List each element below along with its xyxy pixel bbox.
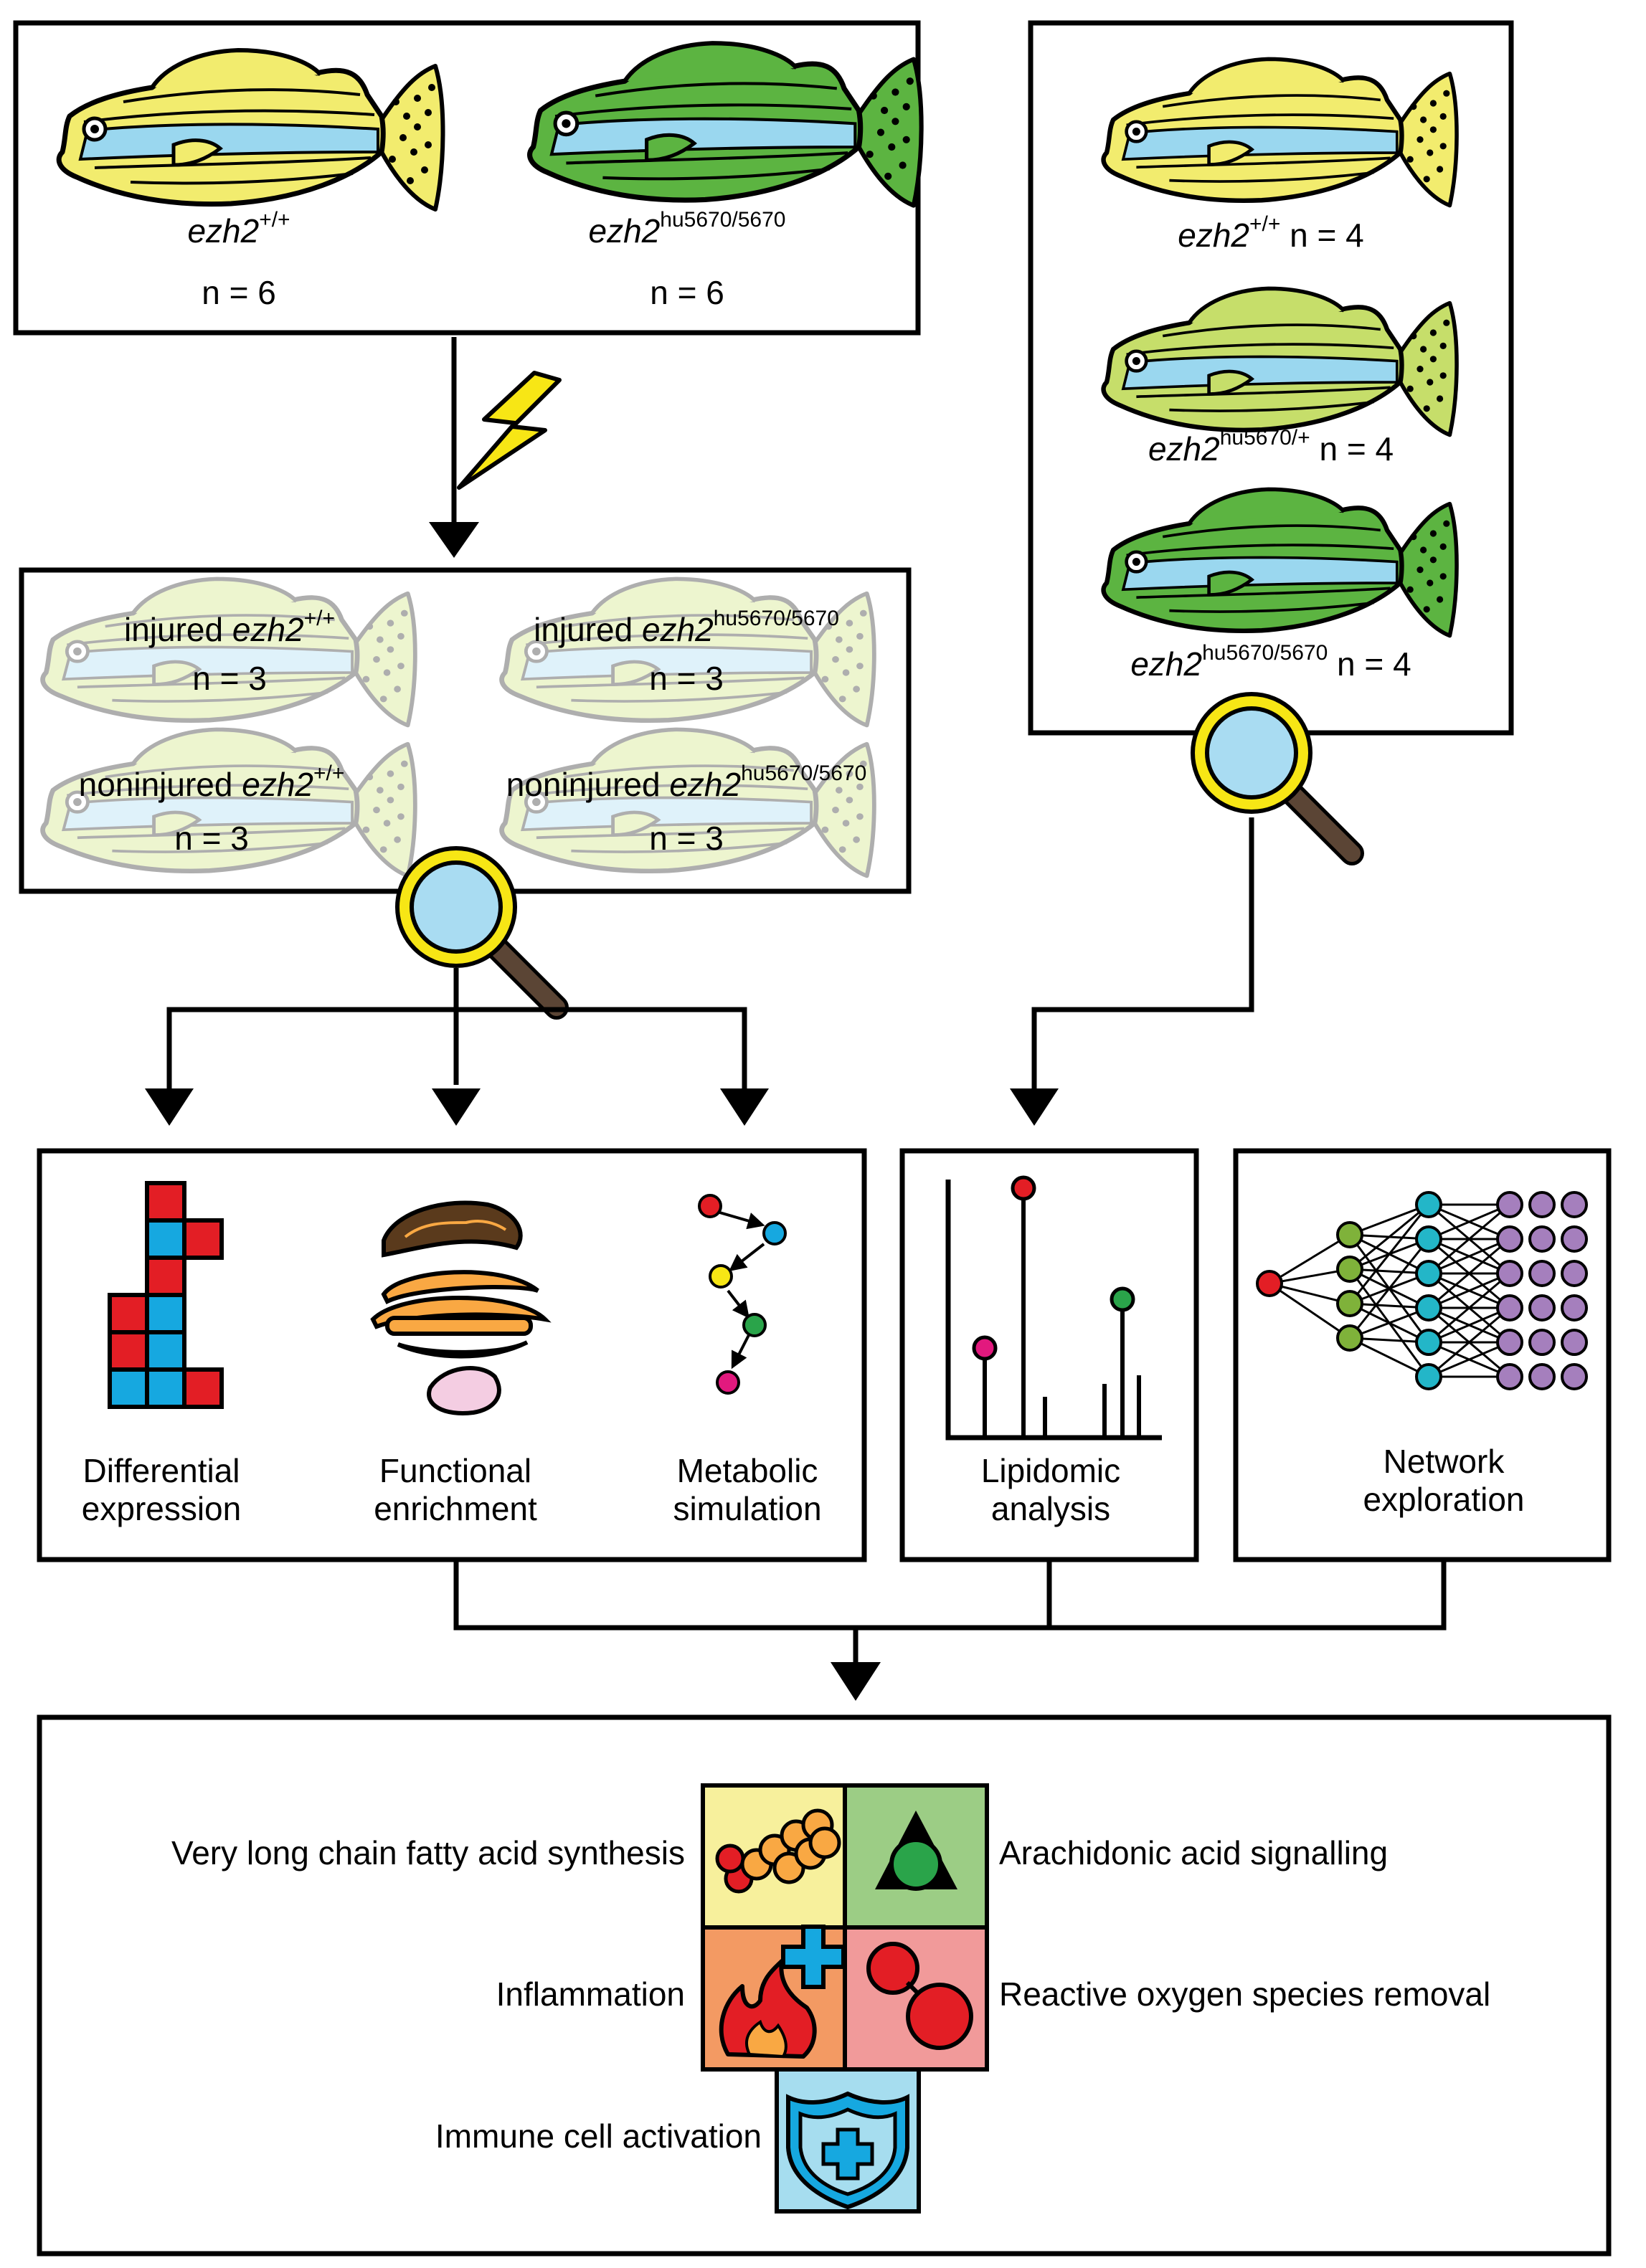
group-label: injured ezh2hu5670/5670 [534,607,839,649]
lipid-group-label: ezh2hu5670/5670 n = 4 [1130,641,1411,683]
network-edge [1428,1203,1510,1240]
network-edge [1428,1238,1510,1309]
network-node [1561,1225,1588,1253]
network-node [1496,1294,1523,1322]
lipidomic-panel [899,1148,1199,1562]
wildtype-genotype-label: ezh2+/+ [187,208,290,250]
network-node [1528,1329,1556,1356]
network-node [1415,1294,1442,1322]
inflammation-label: Inflammation [496,1975,685,2013]
network-node [1528,1225,1556,1253]
network-edge [1428,1203,1510,1275]
network-panel [1233,1148,1612,1562]
golgi-icon [370,1270,552,1359]
immune-label: Immune cell activation [435,2117,762,2155]
network-edge [1269,1282,1351,1305]
network-node [1528,1260,1556,1287]
network-node [1415,1329,1442,1356]
shield-cross-icon [786,2091,909,2210]
vlcfa-label: Very long chain fatty acid synthesis [171,1834,685,1871]
network-node [1496,1329,1523,1356]
arachidonic-label: Arachidonic acid signalling [999,1834,1389,1871]
network-edge [1428,1306,1510,1344]
network-edge [1349,1337,1429,1378]
fire-icon [719,1959,817,2059]
network-node [1561,1260,1588,1287]
antioxidant-icon [866,1942,973,2050]
network-node [1496,1363,1523,1390]
group-label: noninjured ezh2hu5670/5670 [506,761,867,804]
group-label: injured ezh2+/+ [124,607,335,649]
network-node [1561,1294,1588,1322]
network-node [1496,1191,1523,1218]
network-node [1415,1191,1442,1218]
network-node [1561,1191,1588,1218]
network-edge [1428,1306,1510,1378]
vesicle-icon [427,1366,501,1415]
arachidonic-triangle-icon [875,1811,957,1891]
network-node [1528,1363,1556,1390]
ros-label: Reactive oxygen species removal [999,1975,1491,2013]
branch-connector [166,817,1254,1097]
network-node [1415,1260,1442,1287]
lipid-group-label: ezh2hu5670/+ n = 4 [1148,426,1394,468]
network-node [1336,1256,1363,1283]
network-source-node [1256,1270,1283,1297]
network-edge [1348,1204,1430,1304]
network-node [1561,1363,1588,1390]
fatty-acid-chain-icon [715,1808,841,1894]
network-node [1528,1191,1556,1218]
network-edge [1269,1282,1351,1339]
network-edge [1349,1306,1429,1339]
network-node [1415,1225,1442,1253]
merge-connector [453,1560,1447,1671]
group-n-label: n = 3 [174,820,249,857]
heatmap-icon [108,1181,224,1409]
network-node [1528,1294,1556,1322]
network-edge [1428,1272,1510,1309]
network-node [1336,1290,1363,1317]
group-label: noninjured ezh2+/+ [78,761,345,804]
mutant-n-label: n = 6 [650,274,724,311]
network-edge [1349,1203,1429,1236]
analysis-arrowheads [145,1088,1059,1126]
network-edge [1428,1272,1510,1344]
lightning-bolt-icon [457,371,562,490]
group-n-label: n = 3 [192,660,267,697]
network-edge [1348,1238,1430,1339]
network-graph-icon [1256,1191,1588,1390]
network-node [1496,1260,1523,1287]
network-node [1415,1363,1442,1390]
group-n-label: n = 3 [649,820,724,857]
lipid-spectrum-icon [945,1175,1162,1441]
network-node [1561,1329,1588,1356]
mitochondrion-icon [382,1200,523,1258]
pathway-icon [698,1194,787,1395]
network-node [1336,1221,1363,1248]
network-node [1336,1324,1363,1352]
lipid-group-label: ezh2+/+ n = 4 [1178,212,1364,255]
network-edge [1428,1238,1510,1275]
wildtype-n-label: n = 6 [202,274,276,311]
network-node [1496,1225,1523,1253]
network-edge [1269,1233,1351,1285]
cross-icon [781,1925,846,1989]
mutant-genotype-label: ezh2hu5670/5670 [588,208,786,250]
network-edge [1428,1341,1510,1378]
group-n-label: n = 3 [649,660,724,697]
network-edge [1349,1203,1429,1271]
